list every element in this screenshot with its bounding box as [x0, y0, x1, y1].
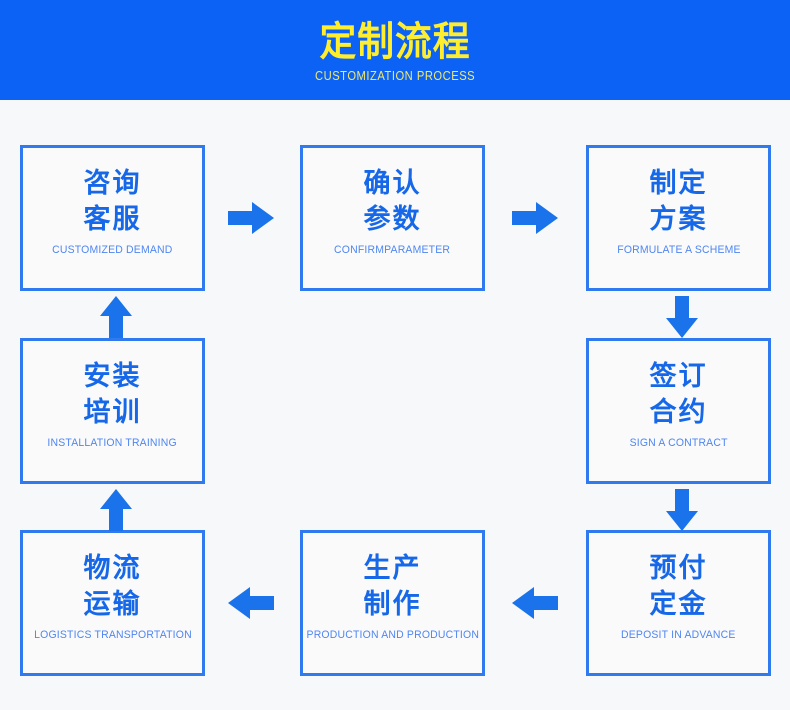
step-subtitle: CUSTOMIZED DEMAND	[52, 244, 173, 256]
arrow-left-icon	[512, 585, 558, 621]
step-box-formulate-scheme[interactable]: 制定 方案 FORMULATE A SCHEME	[586, 145, 771, 291]
arrow-left-icon	[228, 585, 274, 621]
step-title-line1: 预付	[649, 553, 708, 584]
step-title-line2: 定金	[649, 589, 708, 620]
step-box-consult-service[interactable]: 咨询 客服 CUSTOMIZED DEMAND	[20, 145, 205, 291]
page-subtitle: CUSTOMIZATION PROCESS	[314, 68, 476, 83]
step-title-line2: 运输	[83, 589, 142, 620]
step-title-line1: 安装	[83, 361, 142, 392]
step-title-line1: 物流	[83, 553, 142, 584]
step-title-line2: 参数	[363, 204, 422, 235]
step-box-confirm-parameter[interactable]: 确认 参数 CONFIRMPARAMETER	[300, 145, 485, 291]
arrow-right-icon	[512, 200, 558, 236]
step-subtitle: SIGN A CONTRACT	[629, 437, 728, 449]
step-title-line1: 制定	[649, 168, 708, 199]
arrow-down-icon	[664, 296, 700, 338]
step-title-line2: 合约	[649, 397, 708, 428]
step-subtitle: PRODUCTION AND PRODUCTION	[306, 629, 479, 641]
arrow-right-icon	[228, 200, 274, 236]
step-subtitle: INSTALLATION TRAINING	[47, 437, 178, 449]
step-title-line2: 培训	[83, 397, 142, 428]
step-box-logistics-transportation[interactable]: 物流 运输 LOGISTICS TRANSPORTATION	[20, 530, 205, 676]
step-title-line1: 确认	[363, 168, 422, 199]
step-title-line2: 客服	[83, 204, 142, 235]
step-subtitle: DEPOSIT IN ADVANCE	[621, 629, 736, 641]
step-subtitle: LOGISTICS TRANSPORTATION	[33, 629, 192, 641]
process-flow-diagram: 咨询 客服 CUSTOMIZED DEMAND 确认 参数 CONFIRMPAR…	[0, 100, 790, 710]
step-title-line2: 方案	[649, 204, 708, 235]
step-subtitle: CONFIRMPARAMETER	[334, 244, 451, 256]
step-subtitle: FORMULATE A SCHEME	[616, 244, 741, 256]
step-box-production[interactable]: 生产 制作 PRODUCTION AND PRODUCTION	[300, 530, 485, 676]
step-box-installation-training[interactable]: 安装 培训 INSTALLATION TRAINING	[20, 338, 205, 484]
step-box-sign-contract[interactable]: 签订 合约 SIGN A CONTRACT	[586, 338, 771, 484]
arrow-down-icon	[664, 489, 700, 531]
step-title-line1: 签订	[649, 361, 708, 392]
arrow-up-icon	[98, 489, 134, 531]
page-title: 定制流程	[319, 19, 471, 65]
arrow-up-icon	[98, 296, 134, 338]
page-header: 定制流程 CUSTOMIZATION PROCESS	[0, 0, 790, 100]
step-title-line2: 制作	[363, 589, 422, 620]
step-box-deposit-in-advance[interactable]: 预付 定金 DEPOSIT IN ADVANCE	[586, 530, 771, 676]
step-title-line1: 生产	[363, 553, 422, 584]
step-title-line1: 咨询	[83, 168, 142, 199]
